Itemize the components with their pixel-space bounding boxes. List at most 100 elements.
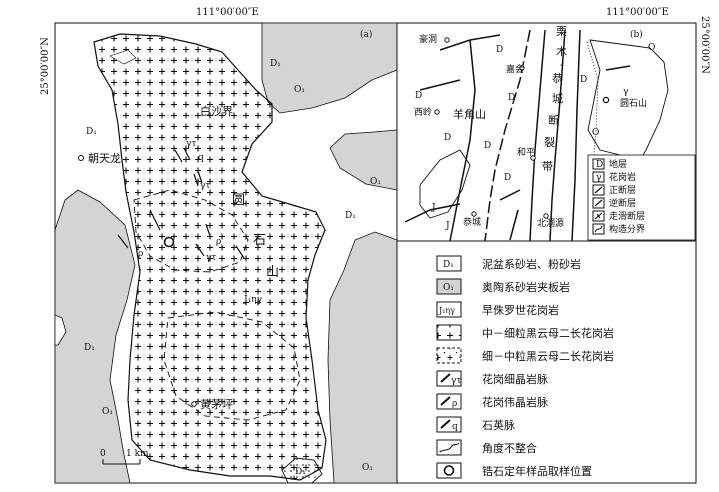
dike-gt-3: γτ [206, 253, 216, 263]
svg-text:J: J [445, 221, 450, 231]
svg-text:γ: γ [596, 173, 601, 183]
place-shan: 山 [266, 265, 279, 280]
place-haodong: 豪洞 [419, 33, 437, 45]
o1-east-area [329, 129, 398, 191]
unit-d1-e: D₁ [345, 211, 356, 221]
place-shi: 石 [253, 233, 266, 248]
dike-rho-1: ρ [138, 249, 143, 259]
coord-left: 25°00′00″N [40, 37, 51, 95]
svg-text:构造分界: 构造分界 [609, 223, 645, 235]
legend-sample-location: 锆石定年样品取样位置 [436, 462, 592, 479]
dike-gt-2: γτ [200, 181, 210, 191]
svg-text:D: D [496, 45, 503, 55]
panel-b-units: D D D D D D D O O J J γ [415, 43, 655, 231]
svg-text:花岗伟晶岩脉: 花岗伟晶岩脉 [482, 395, 548, 409]
place-beidongyuan: 北洞源 [537, 218, 564, 229]
fault-lines [404, 29, 631, 242]
svg-text:O₁: O₁ [443, 283, 454, 293]
legend-aplite-dike: γτ 花岗细晶岩脉 [436, 370, 548, 387]
place-huangmaoping: 黄茅坪 [200, 397, 233, 411]
svg-text:木: 木 [556, 45, 567, 58]
unit-d1-nw: D₁ [270, 59, 281, 69]
dike-q-1: q [198, 153, 204, 163]
unit-j1: J₁ηγ [243, 295, 262, 305]
svg-text:断: 断 [548, 113, 559, 127]
svg-text:D: D [484, 141, 491, 151]
svg-text:D: D [596, 160, 603, 170]
huangmaoping-dot [191, 401, 197, 407]
coord-top-left: 111°00′00″E [196, 7, 259, 18]
svg-text:花岗细晶岩脉: 花岗细晶岩脉 [482, 372, 548, 386]
fault-zone-label: 栗 木 - 恭 城 断 裂 带 [542, 25, 567, 173]
panel-a-tag: (a) [360, 29, 372, 40]
west-granite [419, 149, 471, 219]
svg-text:J₁ηγ: J₁ηγ [438, 306, 455, 315]
svg-text:-: - [560, 58, 564, 71]
svg-text:q: q [452, 422, 458, 432]
panel-b-tag: (b) [630, 29, 643, 40]
svg-text:石英脉: 石英脉 [482, 418, 515, 432]
d1-small-west [54, 314, 67, 346]
place-baishajie: 白沙界 [200, 104, 233, 118]
unit-o1-se: O₁ [362, 463, 373, 473]
svg-text:地层: 地层 [609, 158, 627, 170]
place-yuanshishan: 圆石山 [620, 98, 647, 109]
svg-text:早侏罗世花岗岩: 早侏罗世花岗岩 [482, 303, 559, 317]
place-heping: 和平 [517, 147, 535, 158]
sample-location-b [602, 96, 610, 104]
legend-fine-medium-granite: 细－中粒黑云母二长花岗岩 [436, 347, 614, 364]
svg-text:花岗岩: 花岗岩 [609, 171, 636, 183]
inset-legend: D 地层 γ 花岗岩 正断层 逆断层 走滑断层 [587, 154, 696, 241]
legend-o1: O₁ 奥陶系砂岩夹板岩 [436, 278, 570, 295]
fine-medium-granite-zone-south [163, 311, 301, 421]
scale-bar: 0 1 km [100, 449, 149, 465]
place-yangjiaoshan: 羊角山 [453, 107, 486, 121]
chaotianlong-dot [78, 155, 84, 161]
unit-o1-e: O₁ [370, 177, 381, 187]
svg-text:走滑断层: 走滑断层 [609, 210, 645, 222]
dike-gt-1: γτ [186, 139, 196, 149]
unit-d1-sw: D₁ [84, 343, 95, 353]
place-yuan: 圆 [232, 193, 245, 208]
granite-body [93, 33, 327, 481]
d1-south-pocket [281, 457, 323, 484]
svg-text:0: 0 [100, 449, 106, 459]
svg-text:正断层: 正断层 [609, 184, 636, 196]
place-gongcheng: 恭城 [463, 217, 481, 228]
dike-rho-2: ρ [216, 237, 221, 247]
svg-text:D: D [504, 173, 511, 183]
coord-right: 25°00′00″N [699, 16, 710, 74]
legend-quartz-vein: q 石英脉 [436, 416, 515, 433]
place-chaotianlong: 朝天龙 [88, 152, 121, 165]
o1-southwest-area [54, 189, 136, 484]
dikes [117, 147, 245, 259]
legend-unconformity: 角度不整合 [436, 439, 537, 456]
main-legend: D₁ 泥盆系砂岩、粉砂岩 O₁ 奥陶系砂岩夹板岩 J₁ηγ 早侏罗世花岗岩 中－… [396, 240, 697, 484]
svg-text:O: O [648, 43, 655, 53]
place-xiling: 西岭 [414, 106, 432, 118]
svg-text:奥陶系砂岩夹板岩: 奥陶系砂岩夹板岩 [482, 280, 570, 294]
legend-d1: D₁ 泥盆系砂岩、粉砂岩 [436, 255, 581, 272]
svg-text:γτ: γτ [451, 376, 461, 386]
svg-text:D: D [580, 75, 587, 85]
svg-text:D: D [508, 93, 515, 103]
svg-text:泥盆系砂岩、粉砂岩: 泥盆系砂岩、粉砂岩 [482, 257, 581, 271]
svg-text:逆断层: 逆断层 [609, 197, 636, 209]
white-patch [109, 49, 137, 65]
unit-d1-w: D₁ [86, 127, 97, 137]
sample-location-a [163, 236, 175, 248]
svg-text:D: D [415, 91, 422, 101]
o1-southeast-area [327, 231, 398, 484]
svg-text:O: O [592, 128, 599, 138]
svg-text:ρ: ρ [452, 399, 457, 409]
svg-text:角度不整合: 角度不整合 [482, 441, 537, 455]
svg-text:恭: 恭 [552, 72, 563, 85]
svg-text:中－细粒黑云母二长花岗岩: 中－细粒黑云母二长花岗岩 [482, 326, 614, 340]
svg-text:D: D [444, 133, 451, 143]
legend-j1: J₁ηγ 早侏罗世花岗岩 [436, 301, 559, 318]
svg-text:细－中粒黑云母二长花岗岩: 细－中粒黑云母二长花岗岩 [482, 349, 614, 363]
svg-text:裂: 裂 [544, 136, 555, 149]
fine-medium-granite-zone [133, 189, 249, 273]
svg-text:1 km: 1 km [126, 449, 149, 459]
